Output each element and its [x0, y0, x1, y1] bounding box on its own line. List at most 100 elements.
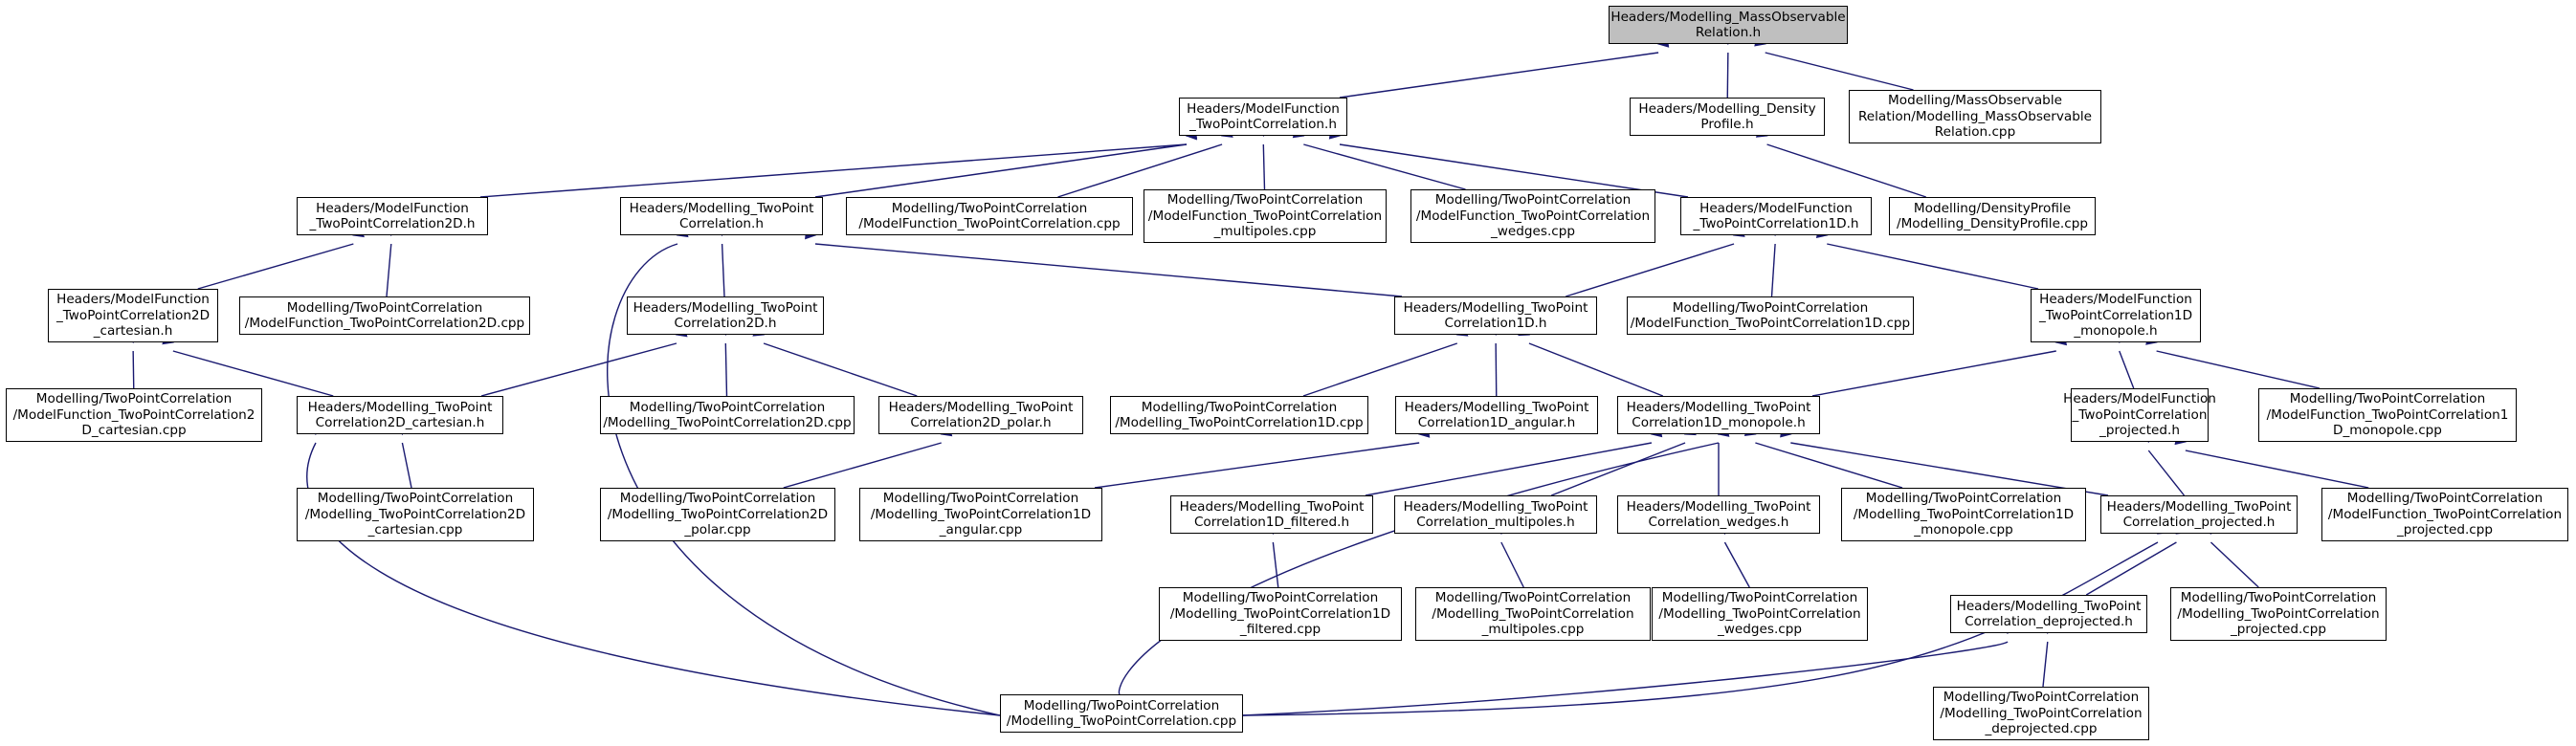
node-label-line: Correlation.h	[679, 216, 764, 231]
node-label-line: Modelling/TwoPointCorrelation	[1141, 399, 1338, 415]
node-label-line: /Modelling_DensityProfile.cpp	[1897, 216, 2088, 231]
graph-node[interactable]: Modelling/TwoPointCorrelation/Modelling_…	[1933, 687, 2149, 740]
dependency-edge	[479, 143, 1188, 198]
graph-node[interactable]: Modelling/TwoPointCorrelation/Modelling_…	[600, 488, 835, 541]
graph-node[interactable]: Modelling/TwoPointCorrelation/Modelling_…	[859, 488, 1102, 541]
graph-node[interactable]: Modelling/TwoPointCorrelation/Modelling_…	[1841, 488, 2086, 541]
dependency-edge	[1339, 143, 1689, 198]
graph-node[interactable]: Headers/ModelFunction_TwoPointCorrelatio…	[2063, 388, 2216, 442]
node-label-line: Headers/Modelling_Density	[1638, 100, 1816, 117]
node-label-line: Correlation1D_monopole.h	[1632, 415, 1806, 430]
dependency-edge	[1262, 143, 1266, 190]
dependency-edge	[1827, 243, 2039, 290]
node-label-line: Modelling/TwoPointCorrelation	[35, 391, 233, 407]
graph-node[interactable]: Modelling/TwoPointCorrelation/ModelFunct…	[239, 296, 530, 335]
graph-node[interactable]: Modelling/TwoPointCorrelation/Modelling_…	[1159, 587, 1402, 641]
graph-node[interactable]: Modelling/DensityProfile/Modelling_Densi…	[1889, 197, 2096, 235]
dependency-edge	[172, 350, 334, 397]
node-label-line: /Modelling_TwoPointCorrelation2D	[304, 506, 526, 522]
node-label-line: Modelling/TwoPointCorrelation	[1182, 590, 1379, 606]
node-label-line: _cartesian.h	[93, 323, 173, 340]
node-label-line: Headers/Modelling_TwoPoint	[1956, 598, 2142, 614]
dependency-edge	[197, 243, 354, 290]
graph-node[interactable]: Headers/ModelFunction_TwoPointCorrelatio…	[297, 197, 488, 235]
dependency-edge	[2042, 641, 2049, 688]
node-label-line: Modelling/TwoPointCorrelation	[1434, 590, 1632, 606]
graph-node[interactable]: Modelling/TwoPointCorrelation/Modelling_…	[2170, 587, 2387, 641]
node-label-line: Relation.cpp	[1934, 124, 2016, 141]
dependency-edge	[1566, 243, 1735, 297]
graph-node[interactable]: Headers/ModelFunction_TwoPointCorrelatio…	[48, 289, 218, 342]
dependency-edge	[1339, 52, 1659, 99]
graph-node[interactable]: Modelling/TwoPointCorrelation/Modelling_…	[600, 396, 855, 434]
graph-node[interactable]: Modelling/TwoPointCorrelation/ModelFunct…	[1144, 189, 1387, 243]
graph-node[interactable]: Modelling/TwoPointCorrelation/ModelFunct…	[1627, 296, 1914, 335]
node-label-line: /ModelFunction_TwoPointCorrelation2	[12, 406, 255, 423]
node-label-line: _monopole.cpp	[1914, 522, 2013, 538]
graph-node[interactable]: Modelling/TwoPointCorrelation/Modelling_…	[1652, 587, 1868, 641]
node-label-line: Modelling/TwoPointCorrelation	[1661, 590, 1858, 606]
graph-node[interactable]: Modelling/TwoPointCorrelation/ModelFunct…	[1410, 189, 1655, 243]
graph-node[interactable]: Modelling/TwoPointCorrelation/ModelFunct…	[6, 388, 262, 442]
dependency-edge	[1302, 342, 1458, 397]
dependency-edge	[1242, 541, 2159, 716]
node-label-line: Headers/ModelFunction	[316, 200, 469, 216]
graph-node[interactable]: Modelling/TwoPointCorrelation/Modelling_…	[297, 488, 534, 541]
node-label-line: /ModelFunction_TwoPointCorrelation1	[2266, 406, 2509, 423]
graph-node[interactable]: Modelling/TwoPointCorrelation/ModelFunct…	[846, 197, 1133, 235]
node-label-line: Modelling/TwoPointCorrelation	[619, 491, 816, 507]
graph-node[interactable]: Modelling/TwoPointCorrelation/Modelling_…	[1415, 587, 1651, 641]
node-label-line: Correlation_deprojected.h	[1965, 614, 2133, 629]
dependency-edge	[386, 243, 392, 297]
node-label-line: Headers/ModelFunction	[1187, 100, 1340, 117]
dependency-edge	[1790, 442, 2109, 496]
node-label-line: Correlation2D_cartesian.h	[315, 415, 485, 430]
graph-node[interactable]: Modelling/TwoPointCorrelation/ModelFunct…	[2258, 388, 2517, 442]
node-label-line: Headers/Modelling_TwoPoint	[2106, 498, 2292, 515]
dependency-edge	[1723, 541, 1750, 588]
graph-node[interactable]: Headers/ModelFunction_TwoPointCorrelatio…	[1680, 197, 1872, 235]
graph-node[interactable]: Headers/ModelFunction_TwoPointCorrelatio…	[1179, 98, 1347, 136]
node-label-line: /Modelling_TwoPointCorrelation	[2177, 605, 2380, 622]
node-label-line: _TwoPointCorrelation1D	[2038, 307, 2193, 323]
node-label-line: Modelling/TwoPointCorrelation	[629, 399, 826, 415]
node-label-line: Correlation1D_filtered.h	[1193, 515, 1350, 530]
node-label-line: Modelling/TwoPointCorrelation	[1865, 491, 2062, 507]
node-label-line: _TwoPointCorrelation1D.h	[1693, 216, 1859, 231]
node-label-line: /ModelFunction_TwoPointCorrelation.cpp	[858, 216, 1121, 231]
dependency-edge	[814, 243, 1403, 297]
dependency-edge	[2147, 450, 2186, 496]
node-label-line: Correlation1D_angular.h	[1417, 415, 1576, 430]
node-label-line: Modelling/TwoPointCorrelation	[2180, 590, 2377, 606]
graph-node[interactable]: Modelling/TwoPointCorrelation/Modelling_…	[1000, 694, 1243, 733]
node-label-line: Profile.h	[1700, 117, 1754, 132]
graph-node[interactable]: Modelling/TwoPointCorrelation/Modelling_…	[1110, 396, 1368, 434]
dependency-edge	[814, 143, 1188, 198]
node-label-line: /Modelling_TwoPointCorrelation1D.cpp	[1115, 415, 1364, 430]
graph-node[interactable]: Modelling/TwoPointCorrelation/ModelFunct…	[2321, 488, 2568, 541]
node-label-line: Modelling/TwoPointCorrelation	[1672, 299, 1869, 316]
node-label-line: _projected.cpp	[2396, 522, 2494, 538]
node-label-line: /Modelling_TwoPointCorrelation1D	[1169, 605, 1391, 622]
graph-node[interactable]: Headers/ModelFunction_TwoPointCorrelatio…	[2031, 289, 2201, 342]
dependency-edge	[1365, 442, 1653, 496]
node-label-line: _monopole.h	[2074, 323, 2158, 340]
node-label-line: Modelling/MassObservable	[1888, 93, 2062, 109]
node-label-line: Headers/Modelling_MassObservable	[1610, 9, 1846, 25]
node-label-line: Headers/Modelling_TwoPoint	[307, 399, 493, 415]
